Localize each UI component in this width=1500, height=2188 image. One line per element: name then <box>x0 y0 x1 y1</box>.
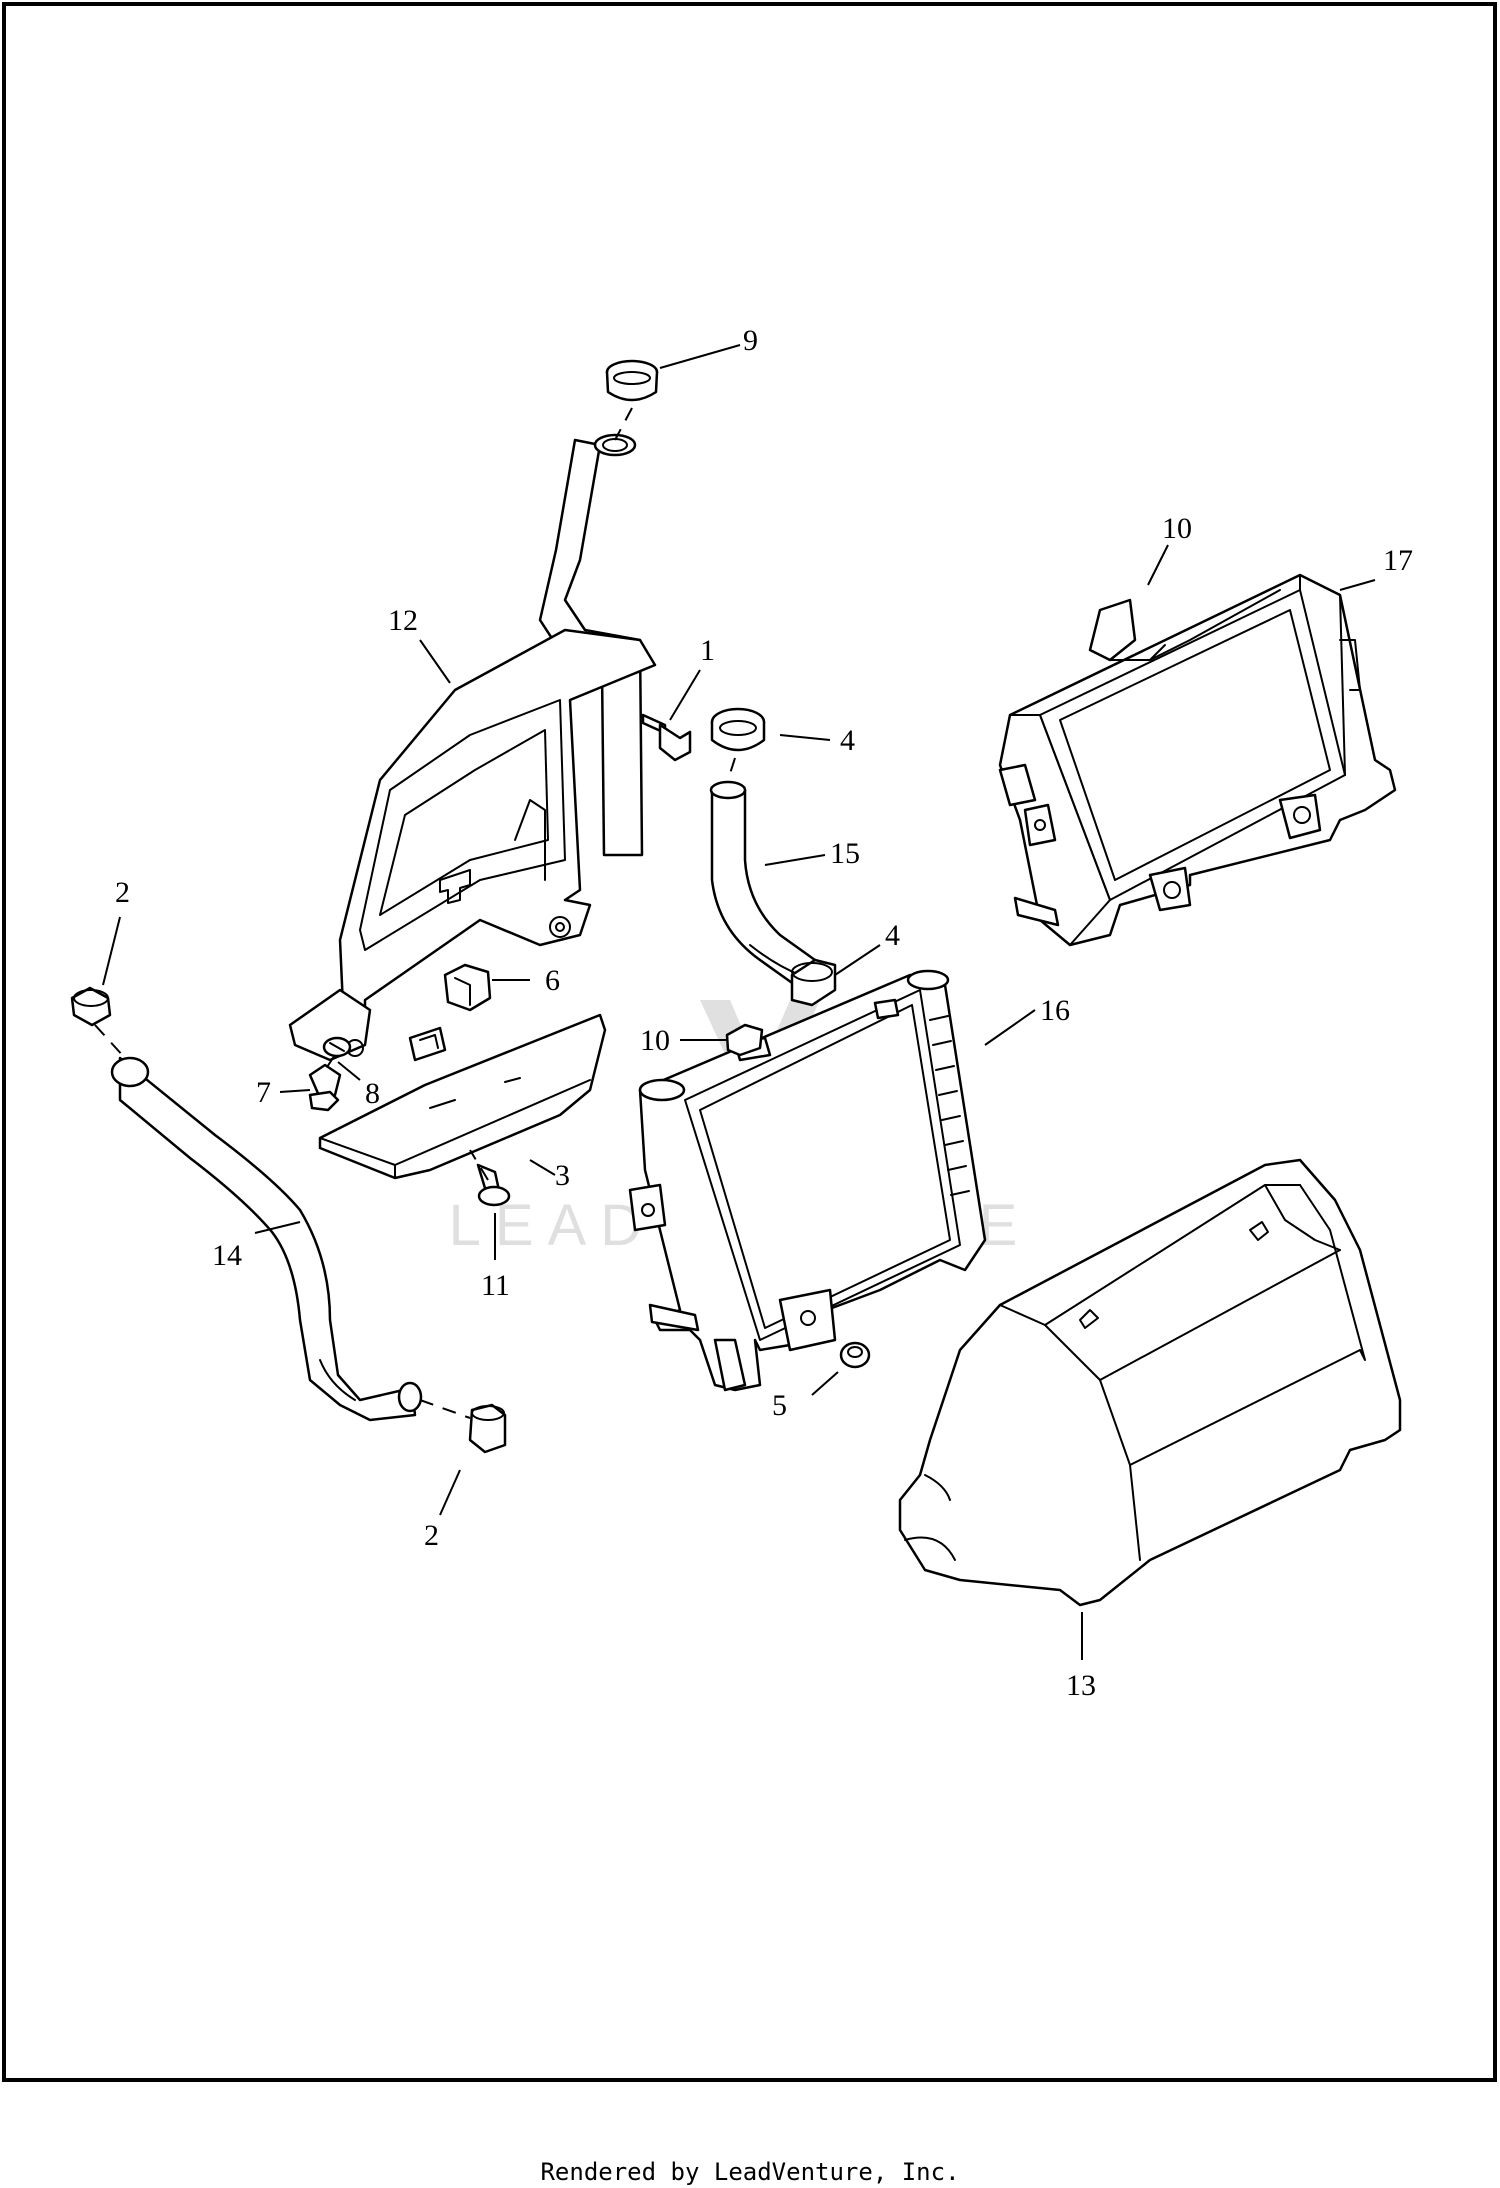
part-6-clip <box>443 963 492 1012</box>
callout-11: 11 <box>481 1269 510 1302</box>
part-17-oil-cooler-assembly <box>998 573 1397 947</box>
callout-14: 14 <box>212 1239 242 1272</box>
part-15-hose <box>709 780 817 987</box>
callout-6: 6 <box>545 964 560 997</box>
callout-16: 16 <box>1040 994 1070 1027</box>
part-3-bracket-plate <box>318 1013 607 1180</box>
callout-7: 7 <box>256 1076 271 1109</box>
leader-lines <box>94 344 1376 1660</box>
part-5-grommet <box>839 1341 871 1369</box>
callout-1: 1 <box>700 634 715 667</box>
part-4-hose-clamp-upper <box>710 707 766 752</box>
callout-10-lower: 10 <box>640 1024 670 1057</box>
part-9-hose-clamp <box>605 359 659 402</box>
callout-13: 13 <box>1066 1669 1096 1702</box>
callout-9: 9 <box>743 324 758 357</box>
part-2-cap-upper <box>70 986 112 1027</box>
callout-10-upper: 10 <box>1162 512 1192 545</box>
part-14-hose <box>110 1056 423 1422</box>
part-2-cap-lower <box>468 1403 507 1454</box>
callout-2-lower: 2 <box>424 1519 439 1552</box>
diagram-border <box>2 2 1497 2082</box>
callout-3: 3 <box>555 1159 570 1192</box>
callout-2-upper: 2 <box>115 876 130 909</box>
part-8-screw <box>322 1036 352 1058</box>
part-4-hose-clamp-lower <box>790 958 837 1007</box>
part-13-cover <box>898 1158 1402 1607</box>
callout-8: 8 <box>365 1077 380 1110</box>
callout-17: 17 <box>1383 544 1413 577</box>
part-1-bolt <box>641 713 692 762</box>
callout-12: 12 <box>388 604 418 637</box>
part-12-bracket-tube <box>288 433 657 1062</box>
callout-4-lower: 4 <box>885 919 900 952</box>
footer-credit: Rendered by LeadVenture, Inc. <box>540 2158 960 2186</box>
part-7-screw <box>308 1063 342 1112</box>
callout-labels: 9 10 17 12 1 4 15 2 4 6 16 10 8 7 3 14 1… <box>115 324 1413 1702</box>
callout-4-upper: 4 <box>840 724 855 757</box>
callout-5: 5 <box>772 1389 787 1422</box>
callout-15: 15 <box>830 837 860 870</box>
part-16-oil-cooler-core <box>628 969 987 1392</box>
